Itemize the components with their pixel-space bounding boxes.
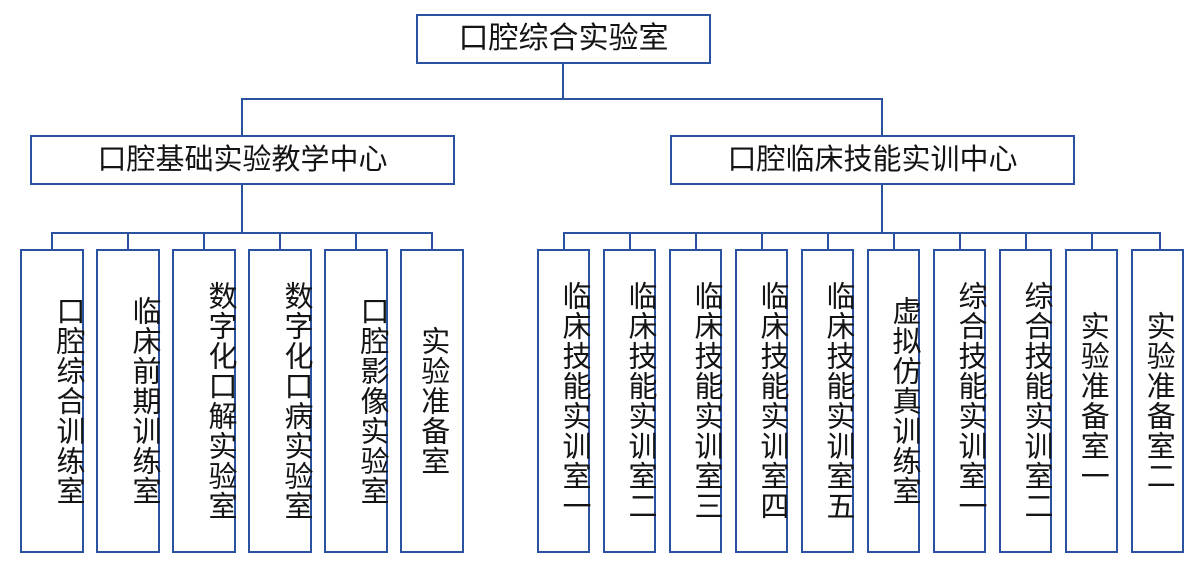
connector-clinical-stub-9: [1091, 232, 1093, 249]
node-root-label: 口腔综合实验室: [458, 22, 669, 55]
connector-clinical-stub-3: [695, 232, 697, 249]
leaf-basic-6-label: 实验准备室: [416, 326, 449, 476]
connector-to-clinical-center: [881, 98, 883, 135]
leaf-clinical-6-label: 虚拟仿真训练室: [888, 296, 920, 506]
leaf-clinical-9-label: 实验准备室一: [1076, 311, 1109, 491]
connector-root-stem: [562, 64, 564, 99]
leaf-clinical-3[interactable]: 临床技能实训室三: [669, 249, 722, 553]
connector-basic-bus: [51, 232, 433, 234]
connector-basic-stub-1: [51, 232, 53, 249]
leaf-clinical-10[interactable]: 实验准备室二: [1131, 249, 1184, 553]
connector-basic-stub-5: [355, 232, 357, 249]
connector-basic-stem: [241, 185, 243, 233]
leaf-clinical-3-label: 临床技能实训室三: [690, 281, 722, 521]
node-clinical-center[interactable]: 口腔临床技能实训中心: [670, 135, 1075, 185]
connector-to-basic-center: [241, 98, 243, 135]
leaf-clinical-8-label: 综合技能实训室二: [1020, 281, 1052, 521]
leaf-clinical-5-label: 临床技能实训室五: [822, 281, 854, 521]
leaf-basic-5[interactable]: 口腔影像实验室: [324, 249, 388, 553]
node-root[interactable]: 口腔综合实验室: [416, 14, 711, 64]
leaf-clinical-5[interactable]: 临床技能实训室五: [801, 249, 854, 553]
leaf-basic-5-label: 口腔影像实验室: [356, 296, 388, 506]
leaf-clinical-1-label: 临床技能实训室一: [558, 281, 590, 521]
leaf-clinical-6[interactable]: 虚拟仿真训练室: [867, 249, 920, 553]
leaf-clinical-1[interactable]: 临床技能实训室一: [537, 249, 590, 553]
leaf-clinical-7-label: 综合技能实训室一: [954, 281, 986, 521]
leaf-clinical-4[interactable]: 临床技能实训室四: [735, 249, 788, 553]
leaf-basic-6[interactable]: 实验准备室: [400, 249, 464, 553]
connector-clinical-stub-4: [761, 232, 763, 249]
connector-clinical-stub-1: [563, 232, 565, 249]
leaf-clinical-8[interactable]: 综合技能实训室二: [999, 249, 1052, 553]
leaf-clinical-7[interactable]: 综合技能实训室一: [933, 249, 986, 553]
connector-level1-bus: [241, 98, 883, 100]
leaf-clinical-2-label: 临床技能实训室二: [624, 281, 656, 521]
leaf-clinical-4-label: 临床技能实训室四: [756, 281, 788, 521]
leaf-clinical-9[interactable]: 实验准备室一: [1065, 249, 1118, 553]
node-basic-center[interactable]: 口腔基础实验教学中心: [30, 135, 455, 185]
connector-basic-stub-3: [203, 232, 205, 249]
connector-clinical-stem: [881, 185, 883, 233]
node-clinical-center-label: 口腔临床技能实训中心: [727, 143, 1018, 176]
connector-clinical-stub-10: [1159, 232, 1161, 249]
leaf-clinical-10-label: 实验准备室二: [1142, 311, 1175, 491]
leaf-basic-3[interactable]: 数字化口解实验室: [172, 249, 236, 553]
leaf-basic-1[interactable]: 口腔综合训练室: [20, 249, 84, 553]
leaf-basic-2[interactable]: 临床前期训练室: [96, 249, 160, 553]
connector-clinical-stub-7: [959, 232, 961, 249]
leaf-basic-2-label: 临床前期训练室: [128, 296, 160, 506]
leaf-basic-3-label: 数字化口解实验室: [204, 281, 236, 521]
connector-clinical-stub-6: [893, 232, 895, 249]
connector-clinical-stub-2: [629, 232, 631, 249]
connector-basic-stub-4: [279, 232, 281, 249]
connector-clinical-stub-5: [827, 232, 829, 249]
connector-clinical-stub-8: [1025, 232, 1027, 249]
node-basic-center-label: 口腔基础实验教学中心: [97, 143, 388, 176]
connector-clinical-bus: [563, 232, 1161, 234]
leaf-basic-4-label: 数字化口病实验室: [280, 281, 312, 521]
connector-basic-stub-6: [431, 232, 433, 249]
leaf-basic-1-label: 口腔综合训练室: [52, 296, 84, 506]
leaf-basic-4[interactable]: 数字化口病实验室: [248, 249, 312, 553]
connector-basic-stub-2: [127, 232, 129, 249]
leaf-clinical-2[interactable]: 临床技能实训室二: [603, 249, 656, 553]
